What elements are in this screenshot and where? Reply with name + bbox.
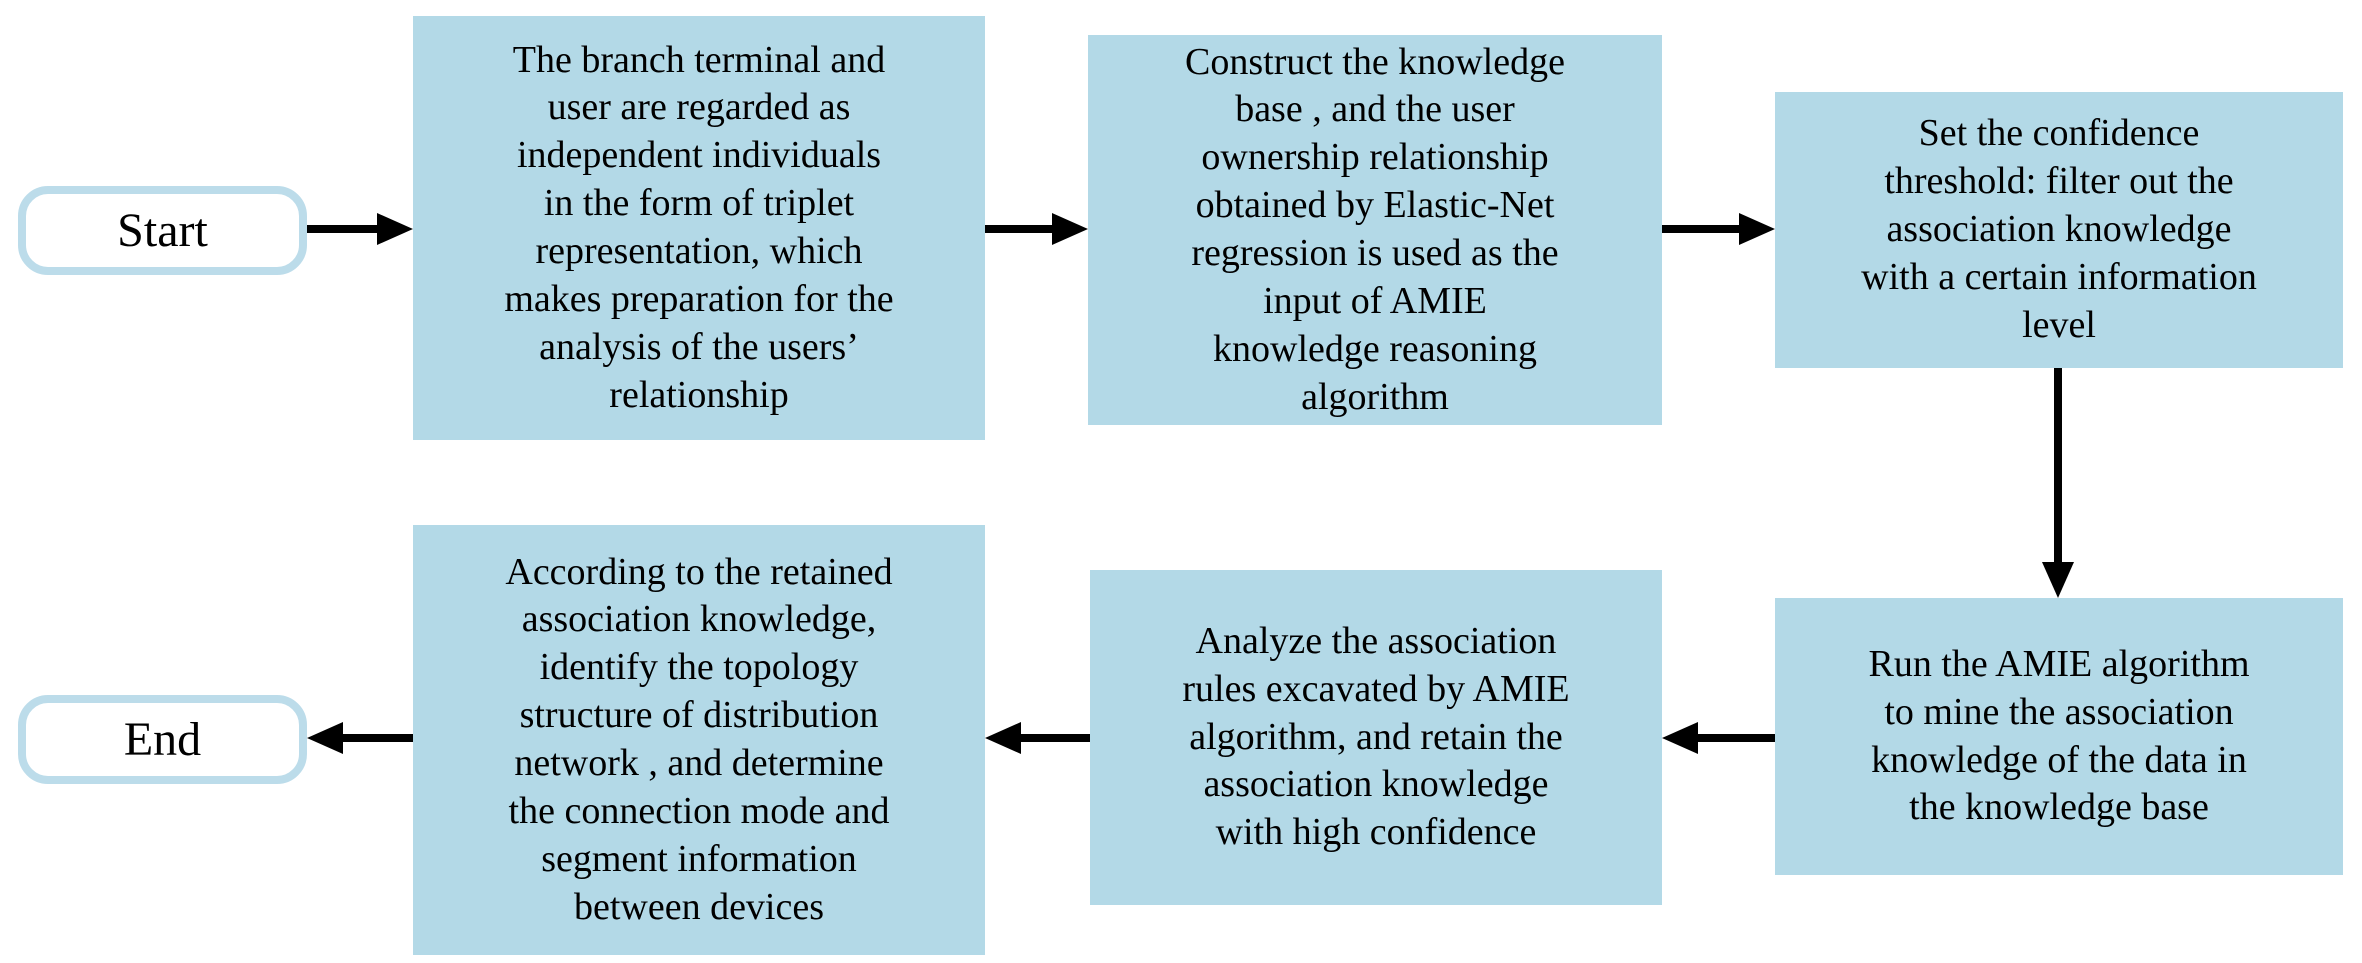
process-analyze-association-rules-text: Analyze the association rules excavated …	[1182, 619, 1570, 854]
process-identify-topology-structure-text: According to the retained association kn…	[505, 550, 893, 928]
arrow-head-right-icon	[377, 213, 413, 245]
process-construct-knowledge-base: Construct the knowledge base , and the u…	[1088, 35, 1662, 425]
process-run-amie-algorithm: Run the AMIE algorithm to mine the assoc…	[1775, 598, 2343, 875]
arrow-head-left-icon	[1662, 722, 1698, 754]
process-set-confidence-threshold-text: Set the confidence threshold: filter out…	[1861, 112, 2257, 346]
process-identify-topology-structure: According to the retained association kn…	[413, 525, 985, 955]
process-analyze-association-rules: Analyze the association rules excavated …	[1090, 570, 1662, 905]
arrow-head-down-icon	[2042, 562, 2074, 598]
process-set-confidence-threshold: Set the confidence threshold: filter out…	[1775, 92, 2343, 368]
arrow-shaft	[341, 734, 413, 742]
start-node: Start	[18, 186, 307, 275]
process-triplet-representation-text: The branch terminal and user are regarde…	[504, 38, 894, 416]
arrow-head-left-icon	[985, 722, 1021, 754]
end-node-label: End	[123, 713, 202, 766]
process-run-amie-algorithm-text: Run the AMIE algorithm to mine the assoc…	[1868, 642, 2250, 829]
arrow-shaft	[1696, 734, 1775, 742]
end-node: End	[18, 695, 307, 784]
arrow-shaft	[2054, 368, 2062, 564]
process-construct-knowledge-base-text: Construct the knowledge base , and the u…	[1185, 40, 1565, 418]
process-triplet-representation: The branch terminal and user are regarde…	[413, 16, 985, 440]
start-node-label: Start	[117, 204, 208, 257]
arrow-head-left-icon	[307, 722, 343, 754]
arrow-head-right-icon	[1739, 213, 1775, 245]
arrow-shaft	[1662, 225, 1743, 233]
arrow-head-right-icon	[1052, 213, 1088, 245]
arrow-shaft	[985, 225, 1056, 233]
arrow-shaft	[307, 225, 381, 233]
arrow-shaft	[1019, 734, 1090, 742]
